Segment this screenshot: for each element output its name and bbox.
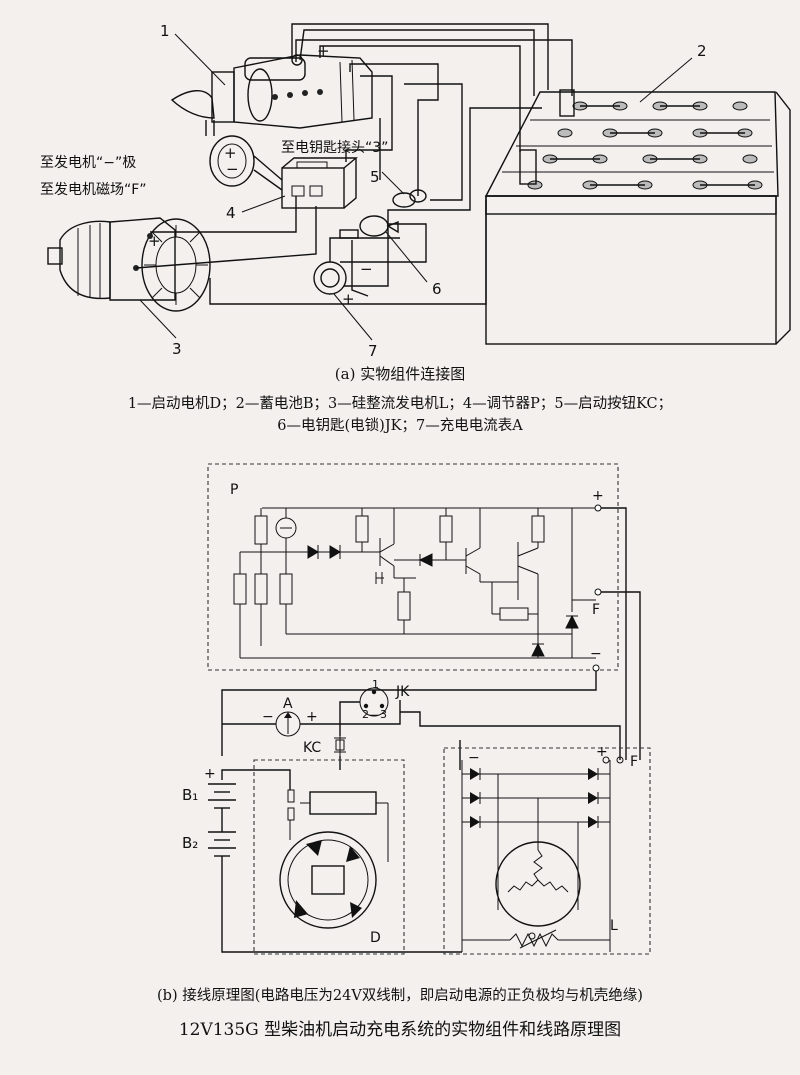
ammeter-plus: + <box>342 290 355 308</box>
alternator-drawing <box>47 217 211 312</box>
starter-symbol <box>279 789 389 929</box>
starter-box <box>253 759 405 955</box>
label-regulator: P <box>230 482 238 498</box>
start-button-drawing <box>392 189 427 208</box>
start-button-symbol <box>334 734 346 756</box>
label-amm-plus: + <box>306 709 318 725</box>
label-gen-minus: − <box>468 750 480 766</box>
label-gen-field: F <box>630 754 638 770</box>
label-reg-minus: − <box>590 646 602 662</box>
battery-drawing <box>484 89 791 345</box>
label-gen-plus: + <box>596 744 608 760</box>
alternator-box <box>443 747 651 955</box>
battery-symbols <box>208 783 236 860</box>
callout-alternator: 3 <box>172 340 182 358</box>
legend-line-2: 6—电钥匙(电锁)JK；7—充电电流表A <box>277 418 523 434</box>
annotation-key-terminal: 至电钥匙接头“3” <box>281 139 388 156</box>
label-battery2: B₂ <box>182 834 198 852</box>
callout-regulator: 4 <box>226 204 236 222</box>
label-starter: D <box>370 930 381 946</box>
starter-motor-drawing <box>170 54 373 136</box>
external-wiring <box>221 507 641 953</box>
label-reg-field: F <box>592 602 600 618</box>
wiring-a <box>135 23 573 305</box>
label-button: KC <box>303 740 321 756</box>
ammeter-symbol <box>275 711 301 737</box>
callout-start-button: 5 <box>370 168 380 186</box>
key-switch-drawing <box>339 215 399 239</box>
label-amm-minus: − <box>262 709 274 725</box>
ammeter-minus: − <box>360 260 373 278</box>
figure-title: 12V135G 型柴油机启动充电系统的实物组件和线路原理图 <box>178 1020 622 1040</box>
label-ammeter: A <box>283 696 293 712</box>
alternator-plus: + <box>148 232 161 250</box>
alternator-symbol <box>461 756 624 952</box>
label-reg-plus: + <box>592 488 604 504</box>
dial-plus: + <box>224 144 237 162</box>
schematic: P + F − JK 1 2—3 A − + KC B₁ B₂ + D L − … <box>182 463 651 955</box>
callout-battery: 2 <box>697 42 707 60</box>
label-generator: L <box>610 918 618 934</box>
annotation-gen-negative: 至发电机“−”极 <box>40 155 136 171</box>
dial-minus: − <box>226 160 239 178</box>
annotation-gen-field: 至发电机磁场“F” <box>40 182 147 198</box>
label-key-pin23: 2—3 <box>362 708 387 721</box>
caption-b: (b) 接线原理图(电路电压为24V双线制，即启动电源的正负极均与机壳绝缘) <box>157 988 643 1004</box>
regulator-drawing <box>209 135 358 209</box>
callout-starter: 1 <box>160 22 170 40</box>
regulator-box <box>207 463 619 671</box>
label-bat-plus: + <box>204 766 216 782</box>
label-key-pin1: 1 <box>372 678 379 691</box>
caption-a: (a) 实物组件连接图 <box>334 365 466 383</box>
callout-leaders <box>139 33 693 341</box>
legend-line-1: 1—启动电机D；2—蓄电池B；3—硅整流发电机L；4—调节器P；5—启动按钮KC… <box>127 396 673 412</box>
callout-ammeter: 7 <box>368 342 378 360</box>
key-switch-symbol <box>359 687 389 717</box>
component-drawing: 1 2 3 4 5 6 7 + + + − + − 至电钥匙接头“3” 至发电机… <box>40 22 791 360</box>
starter-plus: + <box>317 42 330 60</box>
label-battery1: B₁ <box>182 786 198 804</box>
label-key: JK <box>395 684 410 700</box>
regulator-circuit <box>233 504 602 672</box>
callout-key-switch: 6 <box>432 280 442 298</box>
